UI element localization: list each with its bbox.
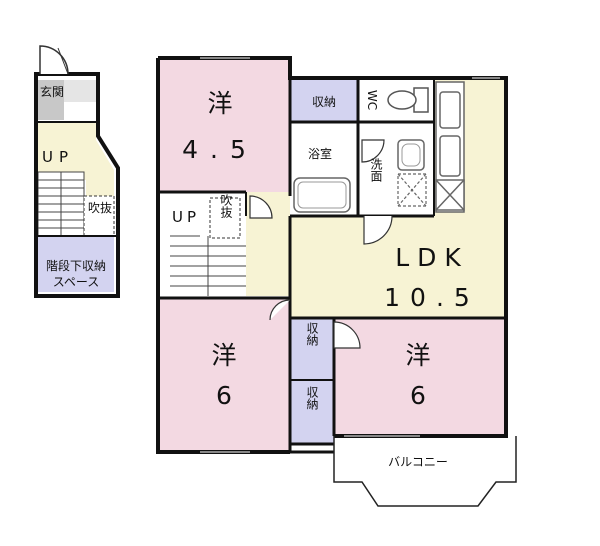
- entrance-area: [38, 80, 64, 120]
- ldk-type: LDK: [395, 243, 469, 272]
- stair-up-label: UP: [172, 208, 200, 226]
- balcony-rail: [333, 436, 517, 507]
- closet-north-floor: [290, 80, 358, 122]
- ldk-size: 10.5: [384, 283, 480, 312]
- bedroom-southeast-floor: [334, 318, 508, 436]
- closet-s-floor: [290, 380, 334, 444]
- balcony-floor: [334, 436, 516, 506]
- entrance-label: 玄関: [40, 84, 64, 99]
- toilet: [387, 87, 429, 113]
- toilet-label: WC: [365, 90, 379, 110]
- annex-up-label: UP: [42, 148, 74, 166]
- main-stairs: [170, 235, 246, 296]
- under-stair-storage-label-2: スペース: [53, 275, 100, 289]
- entrance-door: [39, 45, 69, 75]
- washroom-label: 洗面: [369, 158, 383, 182]
- bedroom-southeast-size: 6: [410, 381, 426, 410]
- annex-stairs: [37, 171, 85, 237]
- bathroom-label: 浴室: [308, 146, 332, 161]
- main-void-box: [209, 197, 241, 239]
- bathtub: [293, 177, 351, 213]
- windows: [200, 57, 500, 453]
- bedroom-north-size: 4.5: [182, 135, 258, 164]
- main-floor: 洋 4.5 収納 WC 浴室 洗面 UP 吹抜 LDK 10.5 洋 6 収納 …: [156, 56, 517, 507]
- doors: [249, 139, 393, 349]
- bedroom-southwest-type: 洋: [211, 341, 236, 370]
- annex-void-label: 吹抜: [88, 201, 112, 215]
- closet-north-label: 収納: [312, 95, 336, 109]
- closet-sw-floor: [290, 318, 334, 380]
- bedroom-north-floor: [158, 58, 290, 192]
- bedroom-southeast-type: 洋: [405, 341, 430, 370]
- bedroom-north-type: 洋: [207, 89, 232, 118]
- kitchen-counter: [435, 81, 465, 213]
- bedroom-southwest-size: 6: [216, 381, 232, 410]
- under-stair-storage: [38, 236, 114, 292]
- washbasin: [397, 139, 425, 171]
- balcony-label: バルコニー: [388, 455, 448, 469]
- closet-sw-label: 収納: [305, 322, 319, 346]
- annex-void-box: [83, 195, 115, 237]
- bedroom-southwest-floor: [158, 298, 290, 452]
- under-stair-storage-label-1: 階段下収納: [46, 258, 106, 273]
- stair-void-label: 吹抜: [219, 194, 233, 219]
- entrance-step: [64, 80, 96, 102]
- stair-annex: 玄関 UP 吹抜 階段下収納 スペース: [34, 45, 120, 298]
- closet-s-label: 収納: [305, 386, 319, 410]
- annex-walls: [34, 72, 120, 298]
- washer-pan: [397, 173, 427, 207]
